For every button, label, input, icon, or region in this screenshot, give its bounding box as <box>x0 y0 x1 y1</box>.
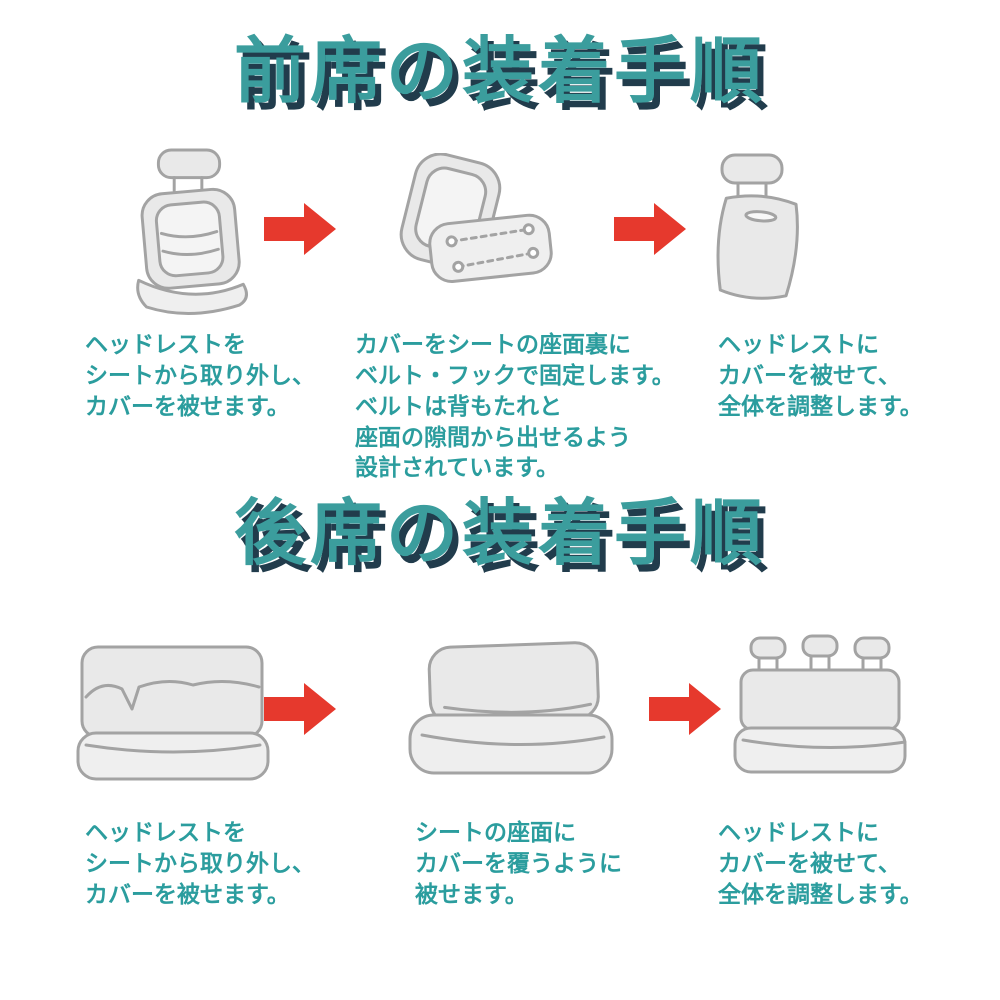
rear-captions-row: ヘッドレストを シートから取り外し、 カバーを被せます。 シートの座面に カバー… <box>0 818 1000 910</box>
caption-line: カバーを被せます。 <box>85 393 290 420</box>
caption-line: ヘッドレストに <box>718 820 879 847</box>
rear-bench-cover-draped-illustration <box>42 631 302 786</box>
front-captions-row: ヘッドレストを シートから取り外し、 カバーを被せます。 カバーをシートの座面裏… <box>0 330 1000 484</box>
rear-step1-caption: ヘッドレストを シートから取り外し、 カバーを被せます。 <box>0 818 315 910</box>
right-arrow-icon <box>264 202 336 255</box>
front-arrow-1 <box>260 202 340 255</box>
rear-bench-with-headrests-illustration <box>665 634 975 784</box>
rear-step2-caption: シートの座面に カバーを覆うように 被せます。 <box>340 818 622 910</box>
front-arrow-2 <box>610 202 690 255</box>
caption-line: 設計されています。 <box>355 455 560 482</box>
caption-line: カバーをシートの座面裏に <box>355 332 631 359</box>
caption-line: ヘッドレストに <box>718 332 879 359</box>
caption-line: ベルト・フックで固定します。 <box>355 363 675 389</box>
rear-seat-section: 後席の装着手順 <box>0 484 1000 911</box>
caption-line: カバーを被せて、 <box>718 363 901 389</box>
rear-arrow-2 <box>645 682 725 735</box>
caption-line: シートから取り外し、 <box>85 363 315 389</box>
right-arrow-icon <box>614 202 686 255</box>
right-arrow-icon <box>264 682 336 735</box>
caption-line: カバーを被せて、 <box>718 851 901 878</box>
caption-line: 被せます。 <box>415 882 528 909</box>
rear-section-title: 後席の装着手順 <box>233 491 766 576</box>
caption-line: ヘッドレストを <box>85 332 246 359</box>
front-steps-row <box>0 141 1000 316</box>
front-seat-with-cover-illustration <box>60 143 320 315</box>
headrest-with-cover-illustration <box>600 149 910 309</box>
front-step3-caption: ヘッドレストに カバーを被せて、 全体を調整します。 <box>690 330 1000 422</box>
front-step2-caption: カバーをシートの座面裏に ベルト・フックで固定します。 ベルトは背もたれと 座面… <box>340 330 675 484</box>
front-step1-caption: ヘッドレストを シートから取り外し、 カバーを被せます。 <box>0 330 315 422</box>
caption-line: ベルトは背もたれと <box>355 393 562 420</box>
right-arrow-icon <box>649 682 721 735</box>
caption-line: カバーを覆うように <box>415 851 622 878</box>
caption-line: ヘッドレストを <box>85 820 246 847</box>
front-section-title: 前席の装着手順 <box>233 29 766 113</box>
rear-arrow-1 <box>260 682 340 735</box>
rear-steps-row <box>0 621 1000 796</box>
caption-line: 全体を調整します。 <box>718 393 923 420</box>
front-seat-section: 前席の装着手順 <box>0 0 1000 484</box>
front-seat-underside-hooks-illustration <box>340 152 610 305</box>
caption-line: シートから取り外し、 <box>85 851 315 878</box>
rear-step3-caption: ヘッドレストに カバーを被せて、 全体を調整します。 <box>690 818 1000 910</box>
caption-line: 全体を調整します。 <box>718 882 923 909</box>
caption-line: シートの座面に <box>415 820 576 847</box>
caption-line: 座面の隙間から出せるよう <box>355 424 631 451</box>
caption-line: カバーを被せます。 <box>85 882 290 909</box>
rear-bench-covered-illustration <box>377 635 647 783</box>
